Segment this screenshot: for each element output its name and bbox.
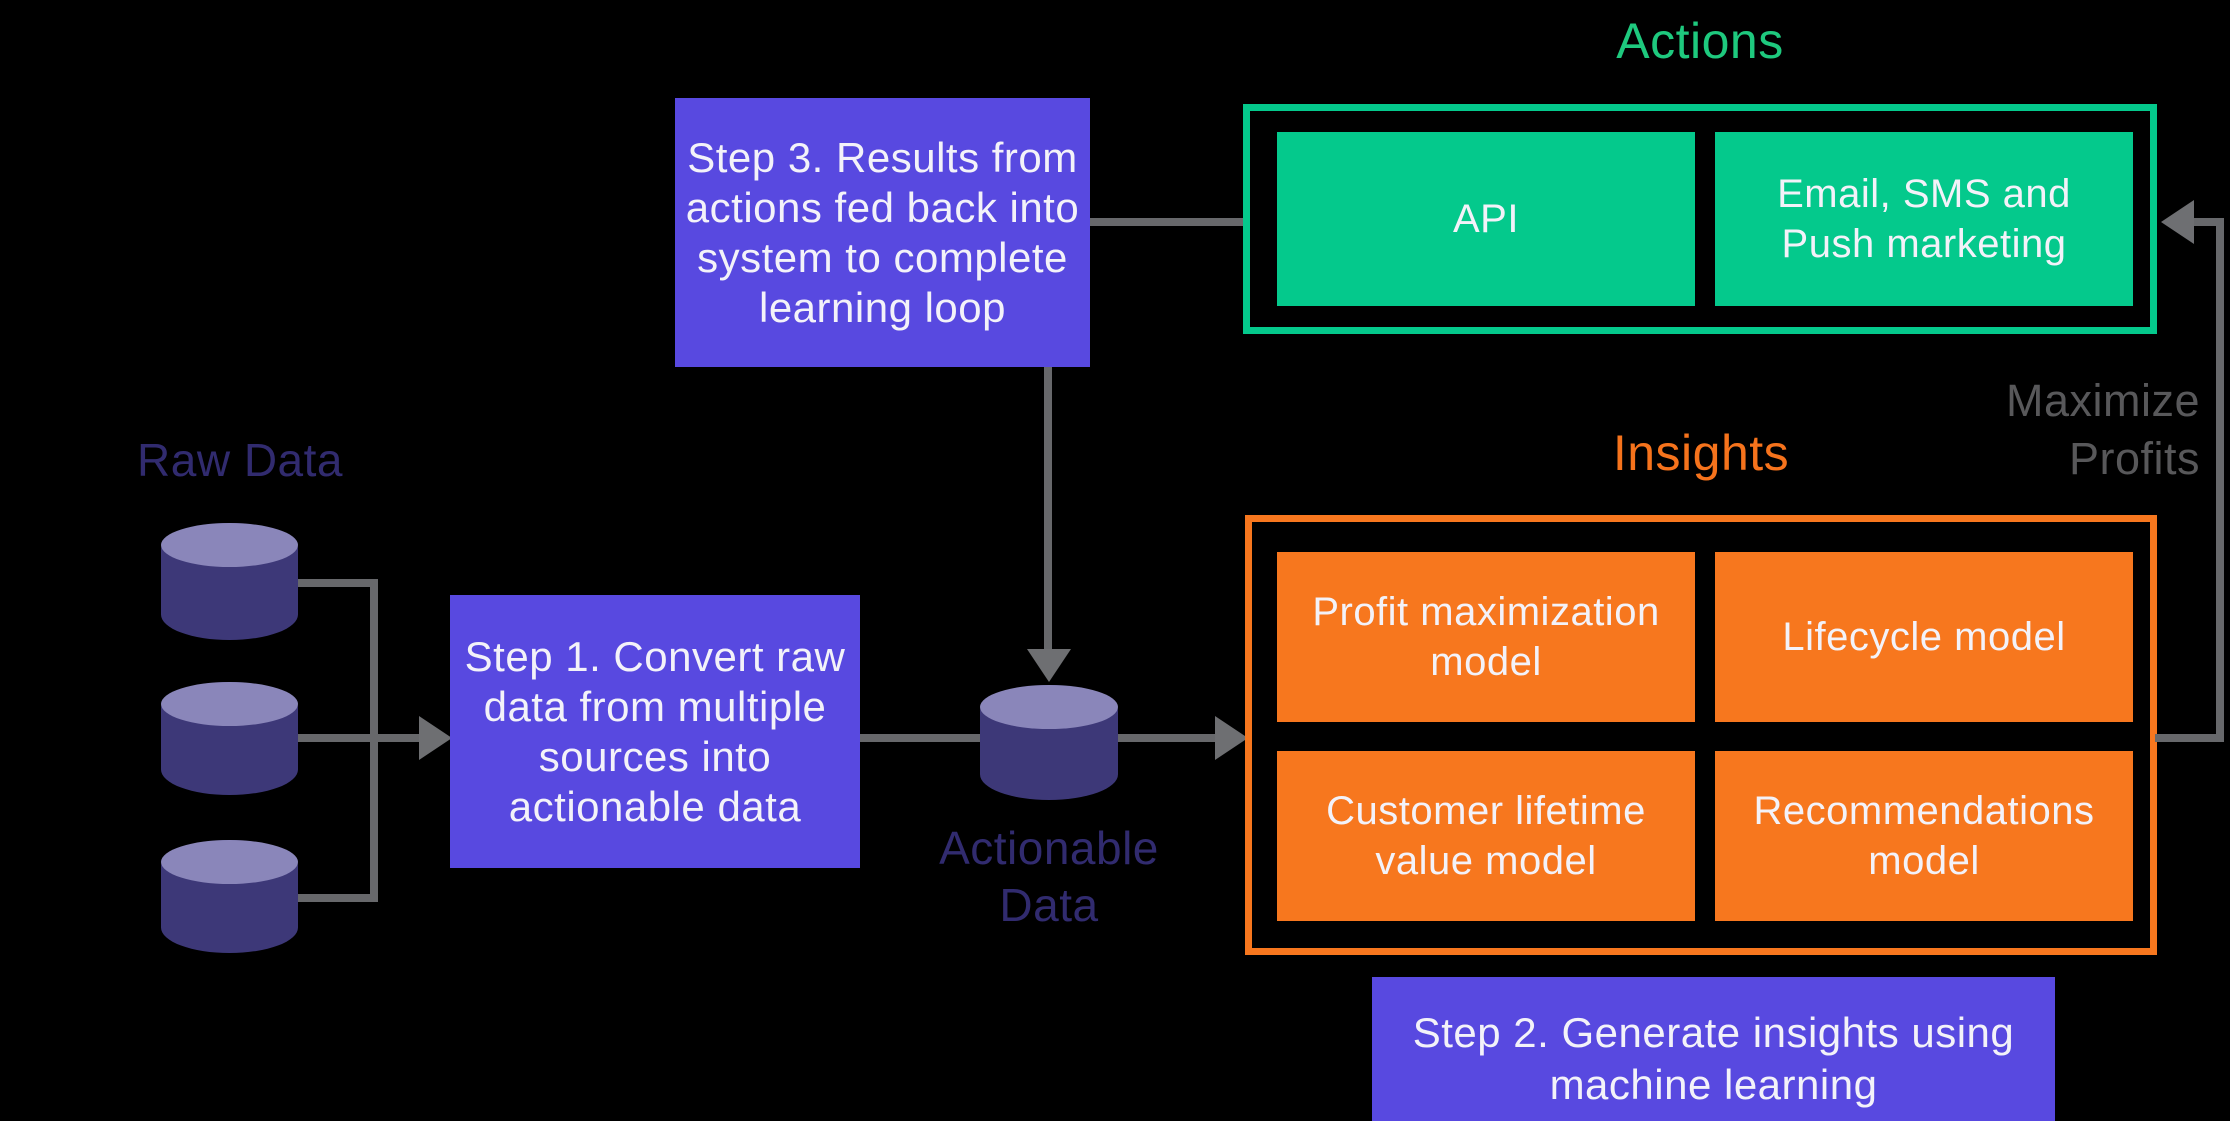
step2-text-line: machine learning (1549, 1061, 1878, 1108)
step1-text-line: actionable data (508, 782, 802, 830)
step3-text-line: learning loop (758, 283, 1006, 331)
insight-box-line: Profit maximization (1312, 590, 1660, 634)
email-sms-push-box: Email, SMS and Push marketing (1715, 132, 2133, 306)
email-box-line: Email, SMS and (1777, 172, 2071, 216)
step1-box: Step 1. Convert raw data from multiple s… (450, 595, 860, 868)
maximize-profits-line: Profits (2068, 433, 2200, 484)
actionable-data-line: Data (999, 879, 1099, 931)
lifecycle-model-box: Lifecycle model (1715, 552, 2133, 722)
actionable-database-icon (980, 685, 1118, 800)
raw-database-icon (161, 840, 298, 953)
insight-box-line: model (1430, 640, 1542, 684)
customer-lifetime-value-model-box: Customer lifetime value model (1277, 751, 1695, 921)
connector-step3-down (1044, 365, 1052, 651)
cylinder-top-ellipse (161, 682, 298, 726)
raw-database-icon (161, 682, 298, 795)
insights-container (1245, 515, 2157, 955)
maximize-profits-label: Maximize Profits (1900, 372, 2200, 488)
step2-box: Step 2. Generate insights using machine … (1372, 977, 2055, 1121)
step3-text-line: actions fed back into (685, 183, 1080, 231)
step3-text-line: system to complete (697, 233, 1068, 281)
arrow-into-actionable-data (1027, 649, 1071, 682)
step1-text-line: Step 1. Convert raw (464, 632, 846, 680)
insight-box-line: Lifecycle model (1782, 615, 2066, 659)
step1-text-line: data from multiple (483, 682, 827, 730)
actionable-data-line: Actionable (939, 822, 1159, 874)
connector-insights-to-loop (2155, 734, 2222, 742)
connector-cylinder3 (298, 894, 378, 902)
step1-text-line: sources into (538, 732, 772, 780)
recommendations-model-box: Recommendations model (1715, 751, 2133, 921)
insight-box-line: model (1868, 839, 1980, 883)
email-box-line: Push marketing (1781, 222, 2067, 266)
cylinder-top-ellipse (161, 523, 298, 567)
arrow-into-actions (2161, 200, 2194, 244)
connector-loop-vertical (2216, 218, 2224, 742)
connector-cylinder1 (298, 579, 378, 587)
raw-database-icon (161, 523, 298, 640)
cylinder-top-ellipse (980, 685, 1118, 729)
actionable-data-label: Actionable Data (899, 820, 1199, 934)
insight-box-line: Customer lifetime (1326, 789, 1646, 833)
raw-data-label: Raw Data (137, 434, 343, 486)
actions-container (1243, 104, 2157, 334)
actions-section-title: Actions (1616, 13, 1784, 69)
step2-text-line: Step 2. Generate insights using (1412, 1009, 2015, 1056)
connector-to-step1 (298, 734, 422, 742)
connector-loop-to-actions (2194, 218, 2224, 226)
maximize-profits-line: Maximize (2005, 375, 2200, 426)
cylinder-top-ellipse (161, 840, 298, 884)
profit-maximization-model-box: Profit maximization model (1277, 552, 1695, 722)
insight-box-line: value model (1375, 839, 1597, 883)
api-box-label: API (1453, 197, 1519, 241)
step3-text-line: Step 3. Results from (687, 133, 1078, 181)
insight-box-line: Recommendations (1753, 789, 2095, 833)
arrow-into-insights (1215, 716, 1248, 760)
api-box: API (1277, 132, 1695, 306)
arrow-into-step1 (419, 716, 452, 760)
step3-box: Step 3. Results from actions fed back in… (675, 98, 1090, 367)
insights-section-title: Insights (1612, 425, 1790, 481)
connector-actions-to-step3 (1088, 218, 1248, 226)
